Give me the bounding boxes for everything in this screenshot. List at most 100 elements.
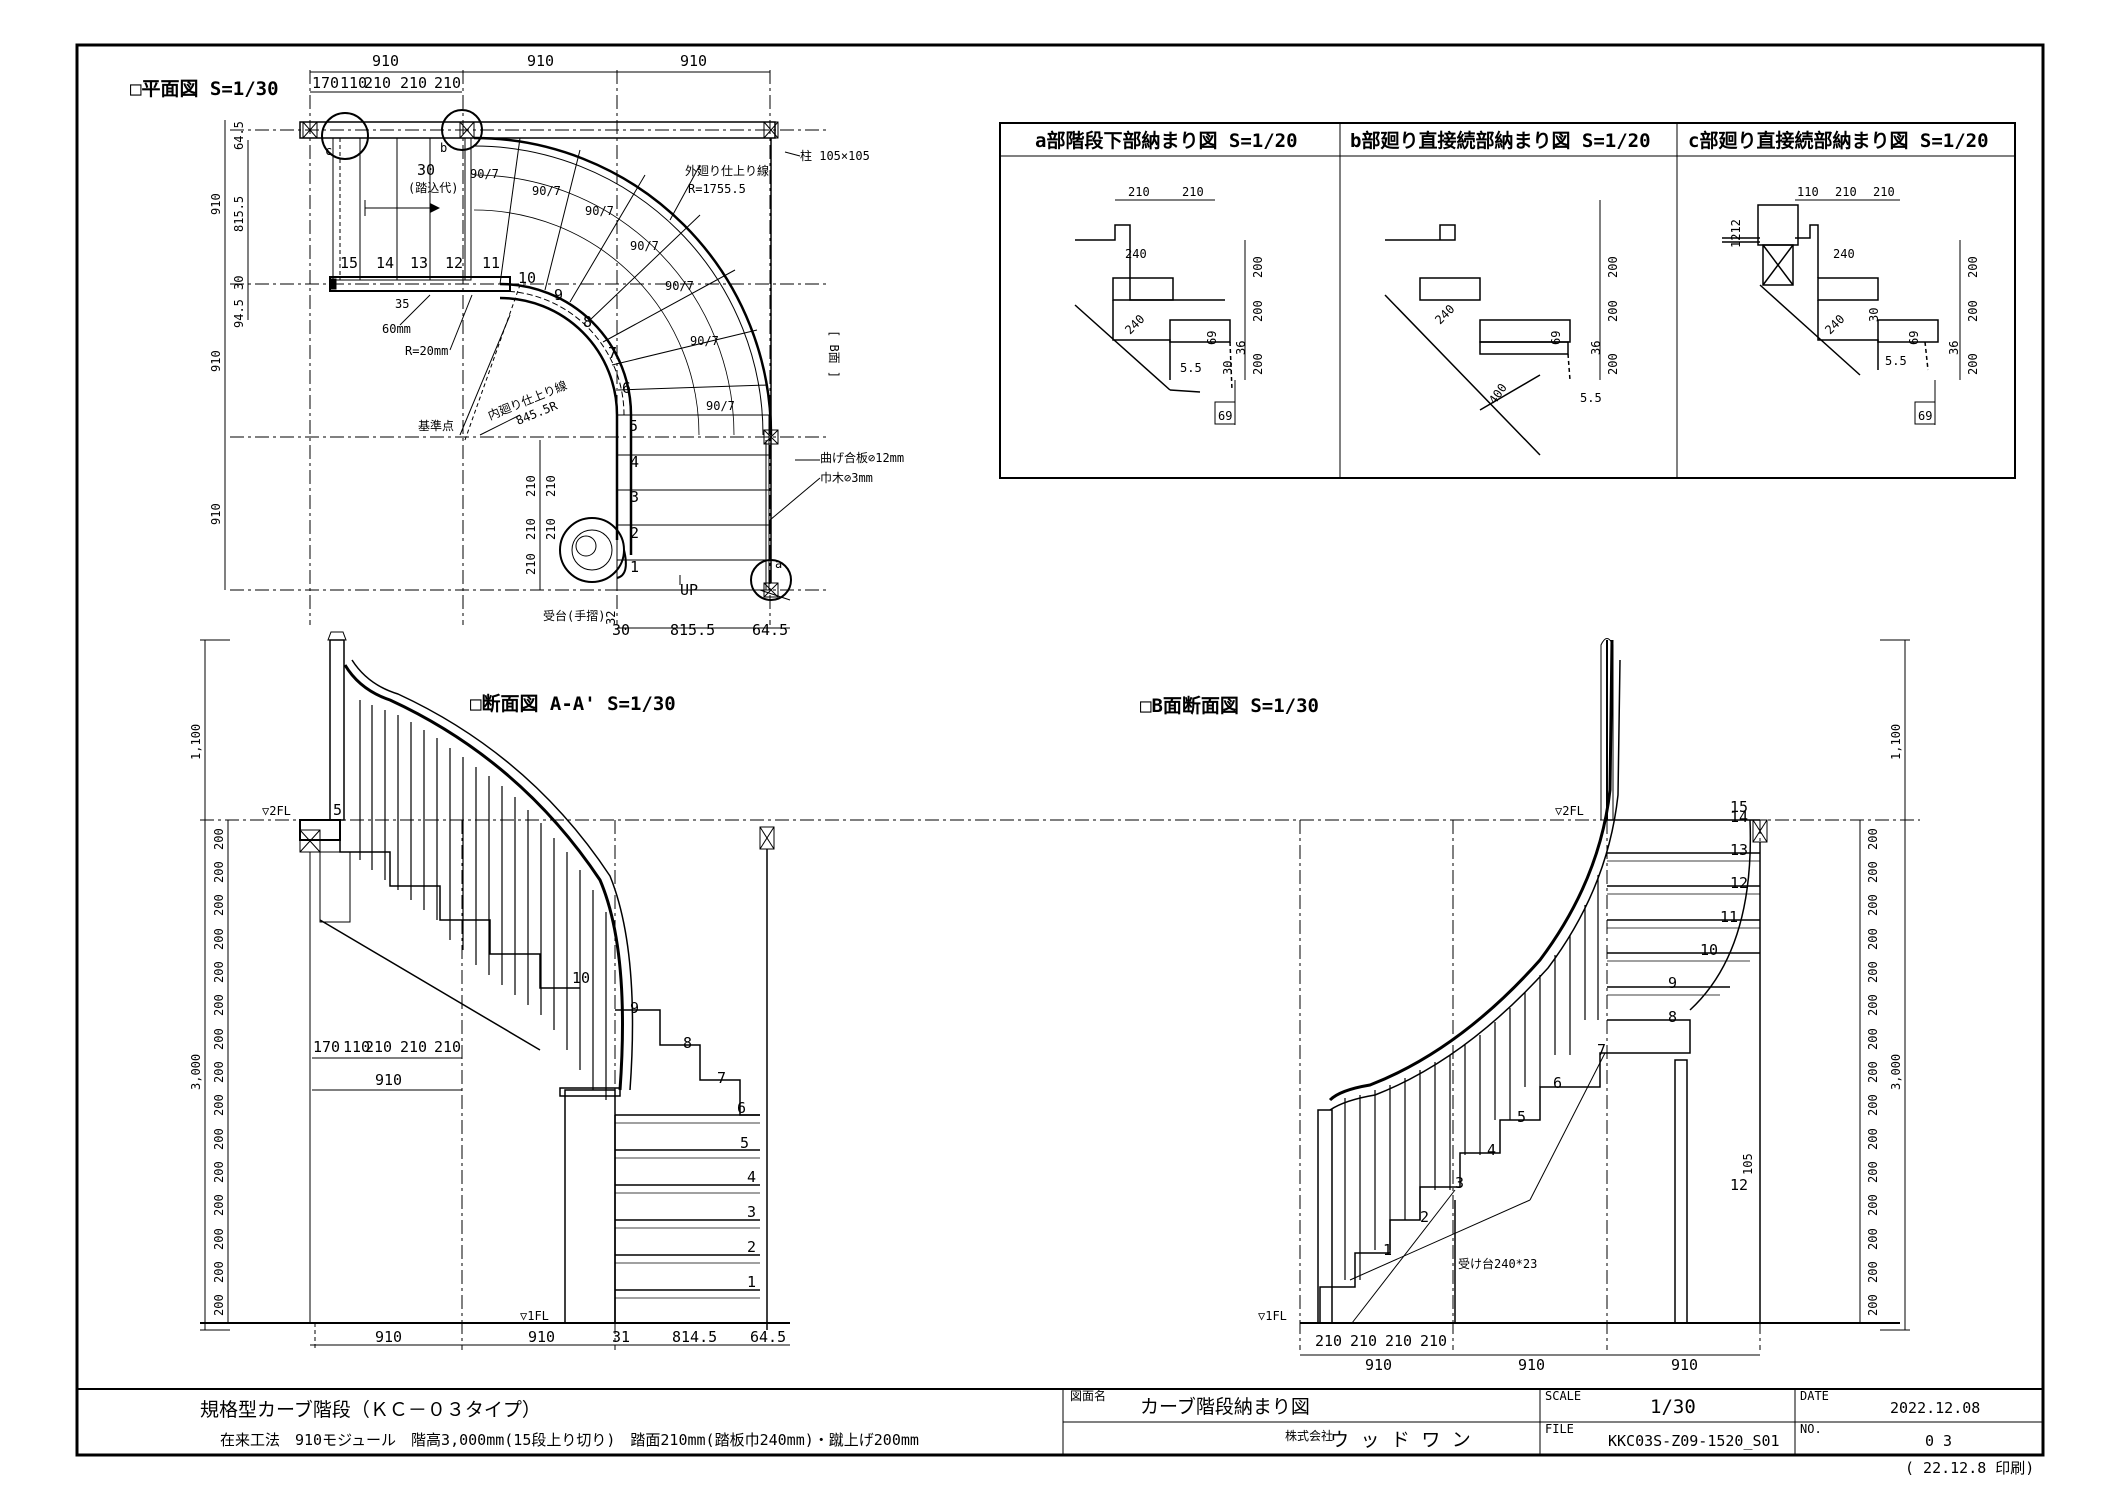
svg-text:64.5: 64.5 [232, 121, 246, 150]
svg-text:3,000: 3,000 [189, 1054, 203, 1090]
date-value: 2022.12.08 [1890, 1399, 1980, 1417]
svg-text:1212: 1212 [1729, 219, 1743, 248]
plan-title: □平面図 S=1/30 [130, 78, 279, 100]
svg-text:1,100: 1,100 [189, 724, 203, 760]
svg-text:200: 200 [1866, 1061, 1880, 1083]
svg-text:910: 910 [209, 193, 223, 215]
svg-text:6: 6 [737, 1099, 746, 1117]
svg-text:200: 200 [212, 1061, 226, 1083]
svg-text:200: 200 [212, 894, 226, 916]
svg-text:69: 69 [1218, 409, 1232, 423]
svg-text:240: 240 [1822, 312, 1847, 337]
mark-b: b [440, 141, 447, 155]
svg-text:910: 910 [1518, 1356, 1545, 1374]
svg-text:30: 30 [1867, 308, 1881, 322]
svg-text:30: 30 [417, 161, 435, 179]
svg-text:210: 210 [364, 74, 391, 92]
svg-text:200: 200 [1866, 961, 1880, 983]
svg-text:210: 210 [544, 475, 558, 497]
svg-text:8: 8 [583, 313, 592, 331]
outer-line-label: 外廻り仕上り線 [685, 163, 769, 178]
svg-text:36: 36 [1589, 341, 1603, 355]
svg-text:R=20mm: R=20mm [405, 344, 448, 358]
svg-text:36: 36 [1234, 341, 1248, 355]
svg-text:9: 9 [630, 999, 639, 1017]
plan-left-dims: 64.5 910 815.5 30 94.5 910 910 [209, 121, 246, 525]
svg-text:200: 200 [1866, 1194, 1880, 1216]
svg-text:200: 200 [1866, 1261, 1880, 1283]
plan-step-numbers: 1 2 3 4 5 6 7 8 9 10 11 12 13 14 15 [340, 254, 639, 576]
detail-b: 240 69 400 200 200 200 36 5.5 [1384, 200, 1620, 456]
sheet-number: 0 3 [1925, 1432, 1952, 1450]
svg-text:200: 200 [1866, 828, 1880, 850]
svg-text:910: 910 [527, 52, 554, 70]
svg-text:200: 200 [212, 1161, 226, 1183]
svg-text:200: 200 [1866, 1094, 1880, 1116]
svg-text:110: 110 [340, 74, 367, 92]
b-face-label: [ B面 ] [827, 330, 841, 378]
svg-text:13: 13 [410, 254, 428, 272]
svg-text:210: 210 [1385, 1332, 1412, 1350]
svg-text:200: 200 [1966, 256, 1980, 278]
svg-text:36: 36 [1947, 341, 1961, 355]
svg-text:200: 200 [212, 1294, 226, 1316]
post-label: 柱 105×105 [800, 148, 870, 163]
receiver-label: 受け台240*23 [1458, 1256, 1537, 1271]
svg-text:210: 210 [524, 518, 538, 540]
svg-text:90/7: 90/7 [630, 239, 659, 253]
svg-text:7: 7 [717, 1069, 726, 1087]
svg-text:200: 200 [212, 961, 226, 983]
svg-text:90/7: 90/7 [470, 167, 499, 181]
svg-text:32: 32 [604, 611, 618, 625]
svg-text:▽1FL: ▽1FL [1258, 1309, 1287, 1323]
svg-text:69: 69 [1907, 331, 1921, 345]
svg-text:200: 200 [212, 1128, 226, 1150]
svg-text:200: 200 [1606, 353, 1620, 375]
svg-text:12: 12 [1730, 1176, 1748, 1194]
scale-value: 1/30 [1650, 1396, 1696, 1418]
svg-text:210: 210 [365, 1038, 392, 1056]
detail-c-title: c部廻り直接続部納まり図 S=1/20 [1688, 129, 1989, 152]
svg-text:210: 210 [1873, 185, 1895, 199]
svg-text:200: 200 [1606, 256, 1620, 278]
product-name: 規格型カーブ階段（ＫＣ－０３タイプ） [200, 1398, 541, 1421]
svg-text:240: 240 [1432, 302, 1457, 327]
svg-text:2: 2 [1420, 1208, 1429, 1226]
plan-view: □平面図 S=1/30 910 910 910 170 110 210 210 … [130, 52, 904, 639]
svg-text:2: 2 [630, 524, 639, 542]
svg-text:▽1FL: ▽1FL [520, 1309, 549, 1323]
svg-text:90/7: 90/7 [706, 399, 735, 413]
svg-text:200: 200 [1251, 353, 1265, 375]
plywood-label: 曲げ合板⊘12mm [820, 450, 904, 465]
svg-text:90/7: 90/7 [690, 334, 719, 348]
svg-text:35: 35 [395, 297, 409, 311]
svg-text:5: 5 [1517, 1108, 1526, 1126]
svg-text:64.5: 64.5 [752, 621, 788, 639]
svg-text:5: 5 [629, 417, 638, 435]
svg-text:12: 12 [445, 254, 463, 272]
svg-text:90/7: 90/7 [532, 184, 561, 198]
svg-text:(踏込代): (踏込代) [408, 181, 458, 195]
detail-c: 110 210 210 1212 240 240 69 30 5.5 200 2… [1722, 185, 1980, 425]
svg-text:4: 4 [630, 453, 639, 471]
svg-text:910: 910 [372, 52, 399, 70]
svg-text:NO.: NO. [1800, 1422, 1822, 1436]
file-name: KKC03S-Z09-1520_S01 [1608, 1432, 1780, 1450]
svg-text:4: 4 [1487, 1141, 1496, 1159]
svg-text:30: 30 [232, 276, 246, 290]
svg-text:13: 13 [1730, 841, 1748, 859]
svg-text:110: 110 [1797, 185, 1819, 199]
drawing-name: カーブ階段納まり図 [1140, 1395, 1310, 1418]
svg-text:2: 2 [747, 1238, 756, 1256]
svg-text:200: 200 [1866, 861, 1880, 883]
svg-text:9: 9 [554, 286, 563, 304]
mark-c: c [325, 144, 332, 158]
svg-text:200: 200 [1251, 300, 1265, 322]
svg-text:5.5: 5.5 [1580, 391, 1602, 405]
title-block: 規格型カーブ階段（ＫＣ－０３タイプ） 在来工法 910モジュール 階高3,000… [200, 1388, 2043, 1477]
svg-text:10: 10 [518, 269, 536, 287]
svg-text:R=1755.5: R=1755.5 [688, 182, 746, 196]
svg-text:910: 910 [1365, 1356, 1392, 1374]
svg-text:200: 200 [1866, 994, 1880, 1016]
